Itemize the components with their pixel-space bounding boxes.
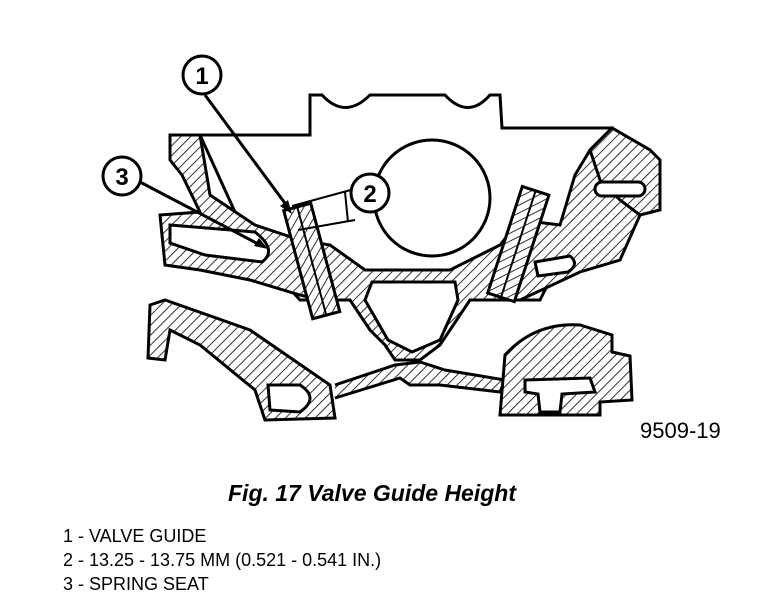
lower-right-pocket xyxy=(523,376,598,414)
legend-item-2: 2 - 13.25 - 13.75 MM (0.521 - 0.541 IN.) xyxy=(63,550,382,570)
callout-3-arrowhead xyxy=(254,238,268,249)
left-cavity xyxy=(168,223,271,264)
left-valve-guide xyxy=(281,201,342,321)
callout-3: 3 xyxy=(101,155,143,197)
dimension-line-top xyxy=(291,187,359,207)
callout-1: 1 xyxy=(181,54,223,96)
cylinder-head-diagram: 1 2 3 xyxy=(101,54,662,422)
legend-item-3: 3 - SPRING SEAT xyxy=(63,574,209,594)
dimension-line-bottom xyxy=(297,219,356,231)
callout-3-number: 3 xyxy=(115,164,128,191)
central-port xyxy=(363,280,460,354)
callout-2-number: 2 xyxy=(363,181,376,208)
figure-id: 9509-19 xyxy=(640,418,721,443)
callout-2: 2 xyxy=(349,172,391,214)
callout-1-leader xyxy=(203,94,292,211)
valve-bore xyxy=(372,138,492,258)
lower-web xyxy=(334,360,508,400)
dimension-arrow xyxy=(344,191,349,223)
callout-3-leader xyxy=(139,180,263,248)
figure-caption: Fig. 17 Valve Guide Height xyxy=(228,480,516,506)
legend: 1 - VALVE GUIDE 2 - 13.25 - 13.75 MM (0.… xyxy=(63,524,381,596)
right-valve-guide xyxy=(485,184,551,304)
right-slot xyxy=(593,180,647,198)
callout-1-number: 1 xyxy=(195,63,208,90)
callout-1-arrowhead xyxy=(280,200,292,214)
right-cavity xyxy=(533,254,576,278)
lower-left-pocket xyxy=(266,383,312,414)
lower-right-block xyxy=(498,323,634,417)
legend-item-1: 1 - VALVE GUIDE xyxy=(63,526,207,546)
